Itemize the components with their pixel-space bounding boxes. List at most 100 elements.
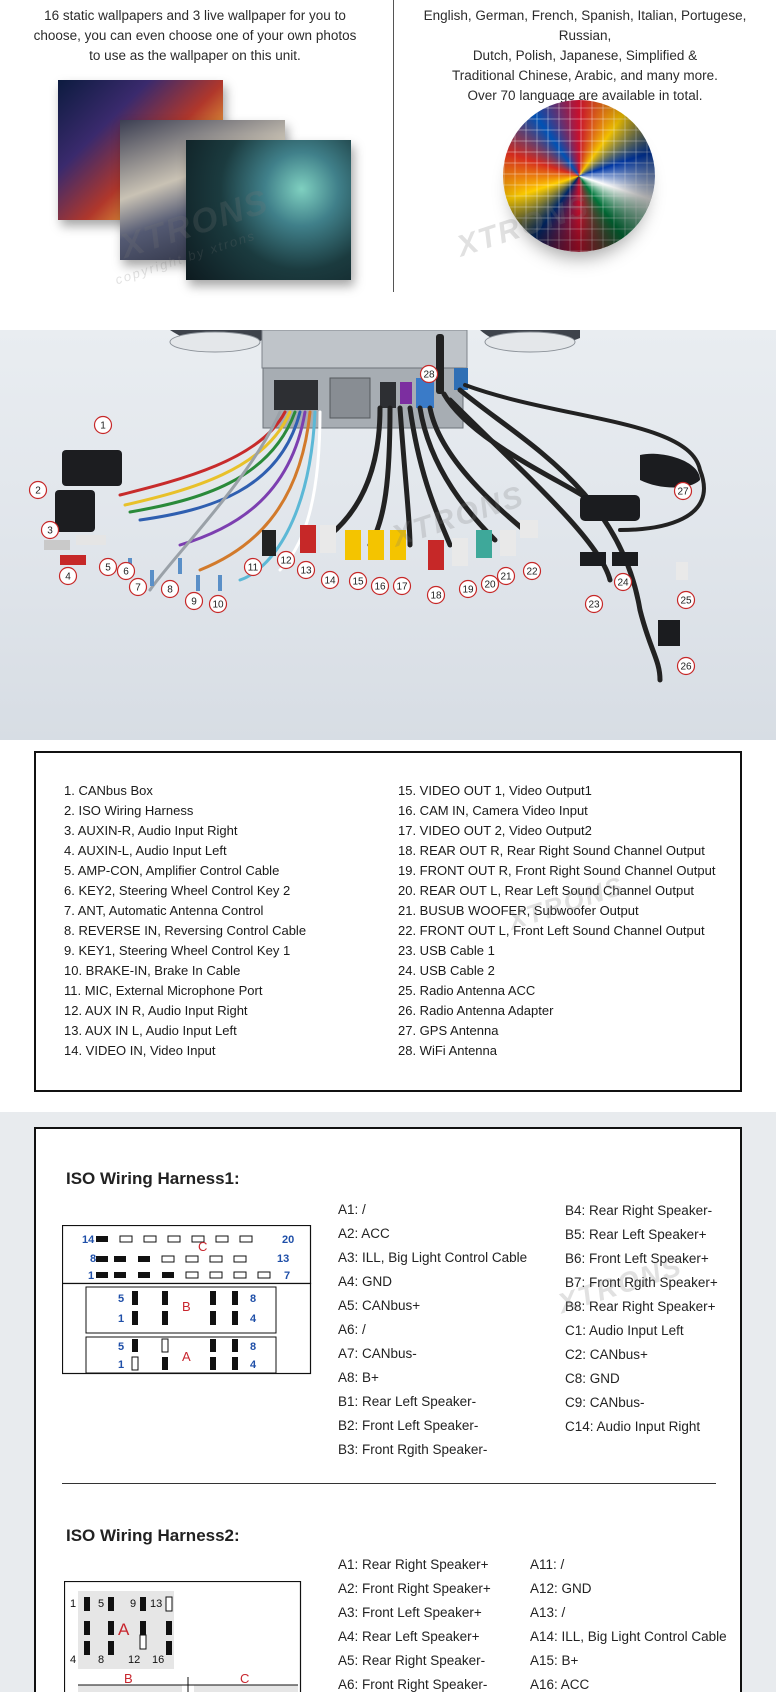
pin-number: 13	[150, 1598, 162, 1610]
callout-number: 28	[423, 370, 435, 381]
connector-label-a: A	[118, 1620, 130, 1639]
rca-plugs	[44, 520, 538, 570]
callout-number: 25	[680, 596, 692, 607]
callout-circle	[93, 415, 113, 435]
callout-number: 3	[47, 526, 53, 537]
callout-number: 21	[500, 572, 512, 583]
iso1-title: ISO Wiring Harness1:	[66, 1169, 240, 1188]
connector-b-block	[78, 1685, 182, 1692]
pin-number: 9	[130, 1598, 136, 1610]
connector-b-pins	[132, 1291, 238, 1325]
pin-number: 13	[277, 1253, 289, 1265]
callout-number: 4	[65, 572, 71, 583]
pin-number: 8	[250, 1293, 256, 1305]
pin-number: 1	[88, 1270, 94, 1282]
list-item: 27. GPS Antenna	[398, 1023, 499, 1038]
wallpaper-description: 16 static wallpapers and 3 live wallpape…	[20, 6, 370, 66]
callout-circle	[496, 566, 516, 586]
pin-number: 7	[284, 1270, 290, 1282]
pin-number: 8	[98, 1654, 104, 1666]
list-item: B5: Rear Left Speaker+	[565, 1227, 707, 1242]
list-item: 8. REVERSE IN, Reversing Control Cable	[64, 923, 307, 938]
callout-number: 22	[526, 567, 538, 578]
callout-number: 20	[484, 580, 496, 591]
list-item: C14: Audio Input Right	[565, 1419, 701, 1434]
flag-globe-image	[503, 100, 655, 252]
callout-circle	[673, 481, 693, 501]
wallpaper-line: to use as the wallpaper on this unit.	[89, 48, 301, 63]
feature-section: 16 static wallpapers and 3 live wallpape…	[0, 0, 776, 330]
callout-circle	[243, 557, 263, 577]
dash-vent-left	[169, 331, 261, 353]
list-item: A15: B+	[530, 1653, 579, 1668]
callout-circle	[676, 656, 696, 676]
list-item: 25. Radio Antenna ACC	[398, 983, 536, 998]
head-unit-top	[261, 330, 468, 369]
pin-number: 4	[250, 1313, 257, 1325]
list-item: B2: Front Left Speaker-	[338, 1418, 479, 1433]
callout-circle	[160, 579, 180, 599]
list-item: B8: Rear Right Speaker+	[565, 1299, 716, 1314]
list-item: 23. USB Cable 1	[398, 943, 495, 958]
list-item: 18. REAR OUT R, Rear Right Sound Channel…	[398, 843, 705, 858]
list-item: A1: Rear Right Speaker+	[338, 1557, 489, 1572]
list-item: C8: GND	[565, 1371, 620, 1386]
list-item: A6: /	[338, 1322, 366, 1337]
list-item: 21. BUSUB WOOFER, Subwoofer Output	[398, 903, 639, 918]
list-item: 3. AUXIN-R, Audio Input Right	[64, 823, 238, 838]
list-item: A3: Front Left Speaker+	[338, 1605, 482, 1620]
callout-circle	[296, 560, 316, 580]
language-line: Traditional Chinese, Arabic, and many mo…	[452, 68, 718, 83]
iso-section: ISO Wiring Harness1: 1 4 20 8 13	[0, 1112, 776, 1692]
callout-circle	[392, 576, 412, 596]
wifi-antenna	[436, 334, 444, 394]
iso1-pin-list-2: B4: Rear Right Speaker-B5: Rear Left Spe…	[565, 1199, 718, 1439]
list-item: 13. AUX IN L, Audio Input Left	[64, 1023, 237, 1038]
callout-number: 6	[123, 567, 129, 578]
iso2-connector-diagram: 1 5 9 13 4 8 12 16 A B C 1 6 1 6	[64, 1581, 302, 1692]
list-item: B6: Front Left Speaker+	[565, 1251, 709, 1266]
callout-circle	[348, 571, 368, 591]
canbus-box	[62, 450, 122, 486]
list-item: A4: GND	[338, 1274, 393, 1289]
callout-circle	[676, 590, 696, 610]
radio-antenna-acc	[676, 562, 688, 580]
callout-circle	[98, 557, 118, 577]
callout-number: 26	[680, 662, 692, 673]
list-item: A2: ACC	[338, 1226, 390, 1241]
connector-label-a: A	[182, 1349, 191, 1364]
pin-number: 12	[128, 1654, 140, 1666]
connector-label-c: C	[198, 1239, 207, 1254]
iso2-title: ISO Wiring Harness2:	[66, 1526, 240, 1545]
callout-number: 19	[462, 585, 474, 596]
callout-number: 10	[212, 600, 224, 611]
pin-number: 5	[118, 1341, 124, 1353]
list-item: 12. AUX IN R, Audio Input Right	[64, 1003, 248, 1018]
list-item: 20. REAR OUT L, Rear Left Sound Channel …	[398, 883, 695, 898]
gps-antenna	[640, 453, 700, 488]
column-divider	[393, 0, 394, 292]
callout-number: 17	[396, 582, 408, 593]
connector-label-c: C	[240, 1671, 249, 1686]
iso-box: ISO Wiring Harness1: 1 4 20 8 13	[34, 1127, 742, 1692]
connector-a-frame	[85, 1336, 277, 1374]
list-item: 2. ISO Wiring Harness	[64, 803, 194, 818]
list-item: 22. FRONT OUT L, Front Left Sound Channe…	[398, 923, 705, 938]
list-item: A5: Rear Right Speaker-	[338, 1653, 486, 1668]
list-item: A6: Front Right Speaker-	[338, 1677, 488, 1692]
iso1-connector-diagram: 14 20 8 13 1 7 C 5 8 1 4 B	[62, 1225, 312, 1375]
callout-number: 11	[248, 563, 259, 574]
callout-circle	[128, 577, 148, 597]
list-item: 15. VIDEO OUT 1, Video Output1	[398, 783, 592, 798]
callout-number: 24	[617, 578, 629, 589]
main-connector	[274, 380, 318, 410]
wire-bundle	[118, 383, 706, 683]
list-item: A4: Rear Left Speaker+	[338, 1629, 480, 1644]
list-item: 19. FRONT OUT R, Front Right Sound Chann…	[398, 863, 716, 878]
pin-number: 20	[282, 1234, 294, 1246]
callout-circle	[522, 561, 542, 581]
pin-number: 16	[152, 1654, 164, 1666]
